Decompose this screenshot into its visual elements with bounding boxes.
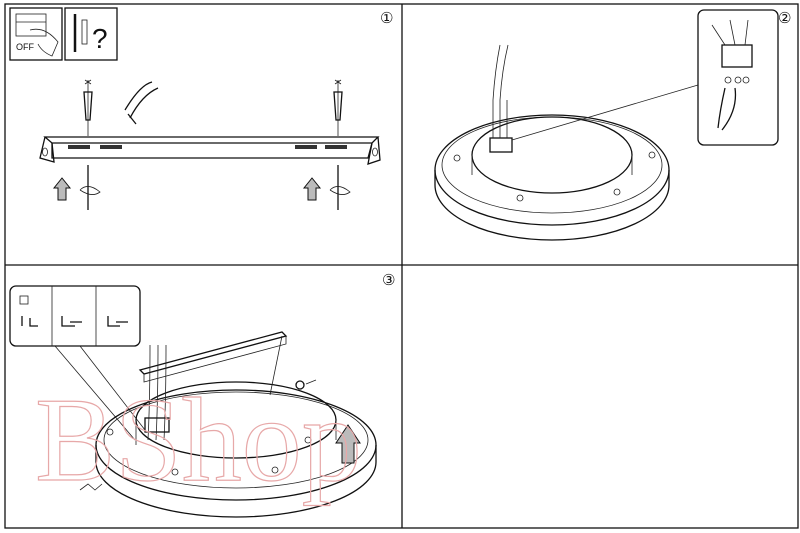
power-off-icon: OFF — [9, 7, 63, 61]
panel-grid — [4, 3, 799, 529]
cable-icon — [124, 81, 159, 125]
step-number-1: ① — [380, 9, 393, 27]
clip-icon — [79, 483, 103, 491]
screw-up-left-icon — [52, 165, 101, 210]
sequence-inset — [9, 285, 141, 347]
tools-question-icon: ? — [64, 7, 118, 61]
question-mark: ? — [92, 23, 108, 54]
terminal-block — [489, 44, 513, 153]
step-number-2: ② — [778, 9, 791, 27]
screw-nut-icon — [295, 379, 317, 390]
step-2-panel: ② — [434, 9, 791, 241]
wall-plug-left-icon — [83, 79, 93, 136]
wall-plug-right-icon — [333, 79, 343, 136]
wiring-detail-inset — [697, 9, 779, 146]
screw-up-right-icon — [302, 165, 351, 210]
arrow-up-icon — [335, 424, 361, 464]
step-3-panel: ③ — [9, 271, 395, 518]
ceiling-ring-base — [95, 381, 377, 518]
step-1-panel: ① OFF ? — [9, 7, 393, 210]
mounting-bracket — [138, 331, 288, 396]
off-label: OFF — [16, 42, 34, 52]
watermark: BShop — [35, 373, 362, 506]
step-number-3: ③ — [382, 271, 395, 289]
ceiling-ring-base — [434, 114, 670, 241]
mounting-bracket — [39, 136, 381, 165]
wires — [144, 344, 170, 441]
